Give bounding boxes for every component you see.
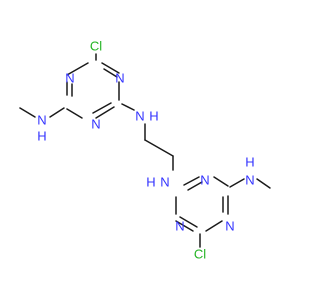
bonds xyxy=(19,53,271,248)
chlorine-atom: Cl xyxy=(194,247,206,262)
chlorine-atom: Cl xyxy=(90,39,102,54)
amine-hydrogen: H xyxy=(146,175,155,190)
nitrogen-atom: N xyxy=(65,71,74,86)
nitrogen-atom: N xyxy=(91,117,100,132)
nitrogen-atom: N xyxy=(115,71,124,86)
amine-nitrogen: N xyxy=(245,173,254,188)
nitrogen-atom: N xyxy=(225,219,234,234)
amine-hydrogen: H xyxy=(149,109,158,124)
amine-nitrogen: N xyxy=(160,175,169,190)
nitrogen-atom: N xyxy=(200,173,209,188)
molecule-structure: Cl N N N N H N H N H N N N N H Cl xyxy=(19,39,271,262)
amine-hydrogen: H xyxy=(37,129,46,144)
amine-hydrogen: H xyxy=(245,155,254,170)
nitrogen-atom: N xyxy=(175,219,184,234)
atom-labels: Cl N N N N H N H N H N N N N H Cl xyxy=(37,39,254,262)
amine-nitrogen: N xyxy=(37,113,46,128)
amine-nitrogen: N xyxy=(135,109,144,124)
